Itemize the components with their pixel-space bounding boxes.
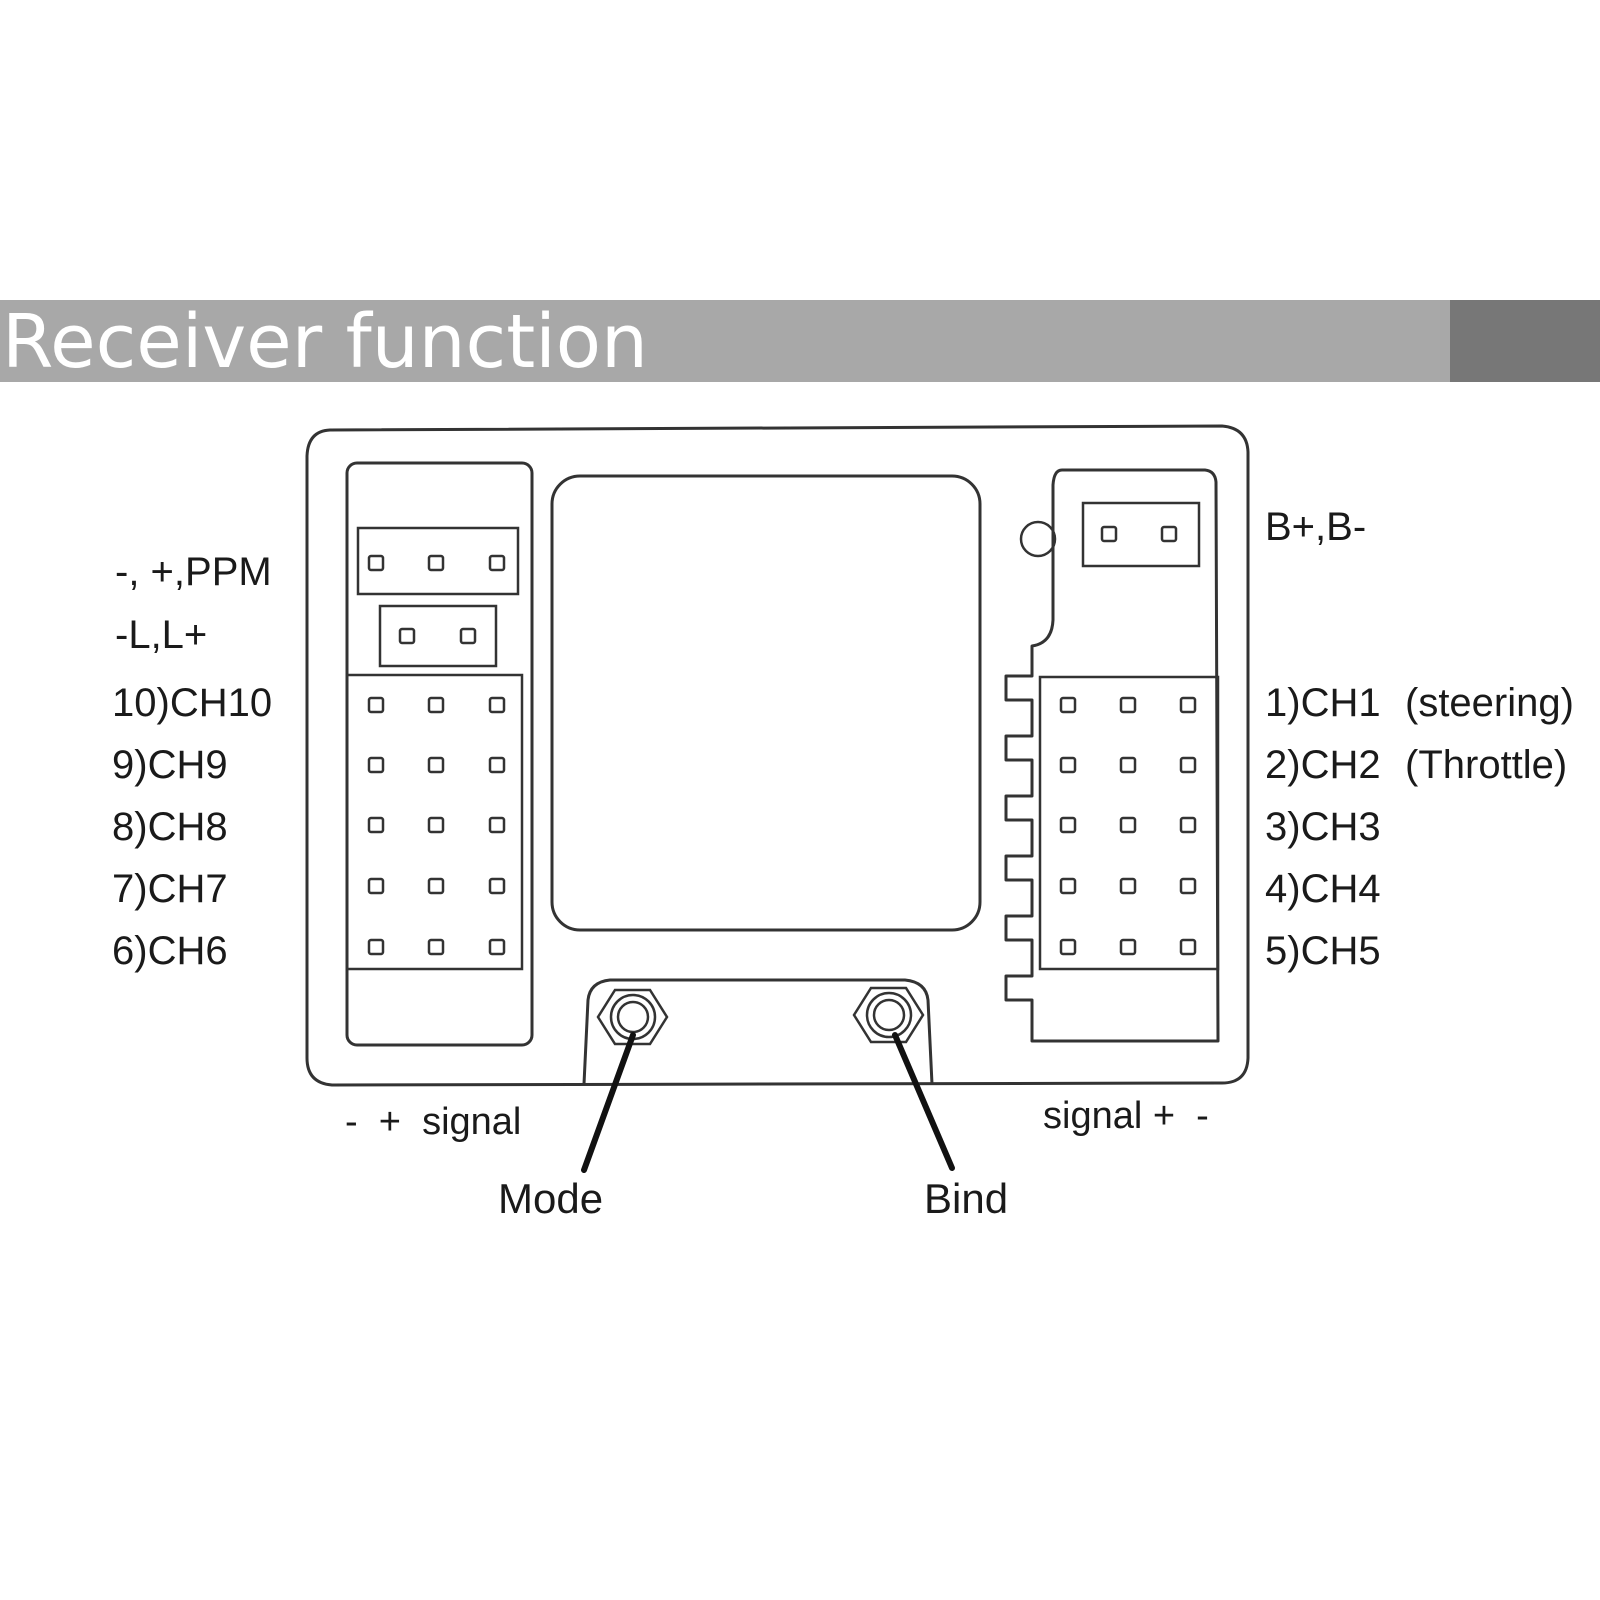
label-ch1-note: (steering) (1405, 681, 1574, 725)
ppm-header (356, 526, 520, 596)
ch2-pin-3 (1179, 756, 1197, 774)
label-right-pin-order: signal + - (1043, 1095, 1209, 1137)
ch5-pin-3 (1179, 938, 1197, 956)
ch5-pin-2 (1119, 938, 1137, 956)
label-mode: Mode (498, 1175, 603, 1222)
right-channel-header (1038, 675, 1220, 971)
label-ch2: 2)CH2 (1265, 743, 1381, 787)
label-ch4: 4)CH4 (1265, 867, 1381, 911)
mode-leader-line (581, 1032, 636, 1173)
ppm-pin-1 (367, 554, 385, 572)
label-ch5: 5)CH5 (1265, 929, 1381, 973)
battery-pin-1 (1100, 525, 1118, 543)
ch8-pin-2 (427, 816, 445, 834)
label-ch9: 9)CH9 (112, 743, 228, 787)
lbus-pin-2 (459, 627, 477, 645)
label-battery: B+,B- (1265, 505, 1366, 549)
label-bind: Bind (924, 1175, 1008, 1222)
ch4-pin-3 (1179, 877, 1197, 895)
label-ch3: 3)CH3 (1265, 805, 1381, 849)
right-connector-panel (1004, 468, 1220, 1043)
ch6-pin-3 (488, 938, 506, 956)
ch7-pin-3 (488, 877, 506, 895)
ch5-pin-1 (1059, 938, 1077, 956)
banner-end-block (1450, 300, 1600, 382)
bind-button-core (872, 998, 906, 1032)
indicator-hole (1019, 520, 1057, 558)
pin-group (367, 525, 1197, 956)
pin-header-frames (345, 501, 1220, 971)
label-ch2-note: (Throttle) (1405, 743, 1567, 787)
ch6-pin-1 (367, 938, 385, 956)
housing-outline (305, 424, 1250, 1087)
ch10-pin-2 (427, 696, 445, 714)
left-channel-header (345, 673, 524, 971)
battery-header (1081, 501, 1201, 568)
bind-button-nut (852, 986, 925, 1044)
label-left-pin-order: - + signal (345, 1101, 521, 1143)
ch10-pin-1 (367, 696, 385, 714)
left-connector-panel (345, 461, 534, 1047)
ch4-pin-1 (1059, 877, 1077, 895)
receiver-housing (305, 424, 1250, 1087)
ch1-pin-2 (1119, 696, 1137, 714)
ppm-pin-3 (488, 554, 506, 572)
ch9-pin-3 (488, 756, 506, 774)
ch10-pin-3 (488, 696, 506, 714)
lbus-pin-1 (398, 627, 416, 645)
ch3-pin-2 (1119, 816, 1137, 834)
ch4-pin-2 (1119, 877, 1137, 895)
title-banner: Receiver function (0, 299, 1600, 385)
ppm-pin-2 (427, 554, 445, 572)
ch6-pin-2 (427, 938, 445, 956)
ch1-pin-3 (1179, 696, 1197, 714)
page-title: Receiver function (2, 299, 648, 385)
ch8-pin-3 (488, 816, 506, 834)
ch8-pin-1 (367, 816, 385, 834)
ch2-pin-1 (1059, 756, 1077, 774)
ch2-pin-2 (1119, 756, 1137, 774)
bind-button[interactable] (852, 986, 925, 1044)
label-ch8: 8)CH8 (112, 805, 228, 849)
ch3-pin-3 (1179, 816, 1197, 834)
label-ppm: -, +,PPM (115, 550, 272, 594)
banner-bar (0, 300, 1450, 382)
ch3-pin-1 (1059, 816, 1077, 834)
battery-pin-2 (1160, 525, 1178, 543)
ch7-pin-1 (367, 877, 385, 895)
label-ch7: 7)CH7 (112, 867, 228, 911)
label-ch6: 6)CH6 (112, 929, 228, 973)
label-ch1: 1)CH1 (1265, 681, 1381, 725)
button-bay (582, 978, 934, 1085)
ch9-pin-2 (427, 756, 445, 774)
mode-button-nut (596, 988, 669, 1046)
ch7-pin-2 (427, 877, 445, 895)
center-module (550, 474, 982, 932)
label-ch10: 10)CH10 (112, 681, 272, 725)
bind-button-cap (865, 991, 913, 1039)
ch1-pin-1 (1059, 696, 1077, 714)
mode-button-core (616, 1000, 650, 1034)
label-lbus: -L,L+ (115, 613, 207, 657)
lbus-header (378, 604, 498, 668)
bind-leader-line (892, 1032, 955, 1171)
ch9-pin-1 (367, 756, 385, 774)
